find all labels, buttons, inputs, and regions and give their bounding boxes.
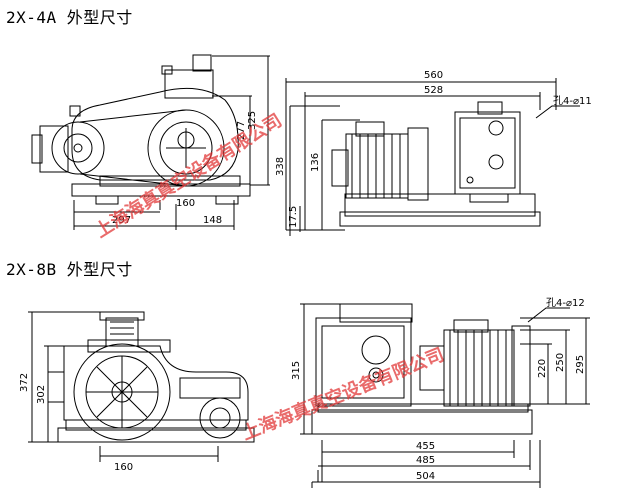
dim-325: 325: [247, 111, 258, 130]
dimension-lines-2x-4a-top: [285, 78, 580, 236]
dim-560: 560: [424, 70, 443, 81]
dim-17-5: 17.5: [288, 206, 299, 228]
pump-2x-4a-front-view: [31, 54, 251, 205]
hole-label-2x-4a: 孔4-⌀11: [553, 95, 592, 107]
dim-220: 220: [537, 359, 548, 378]
pump-2x-8b-top-view: [311, 303, 533, 435]
dim-315: 315: [291, 361, 302, 380]
section-title-2x-8b: 2X-8B 外型尺寸: [6, 260, 133, 279]
dim-160-b: 160: [114, 462, 133, 473]
hole-label-2x-8b: 孔4-⌀12: [546, 297, 585, 309]
watermark-bottom: 上海海真真空设备有限公司: [239, 343, 448, 444]
dimension-lines-2x-4a-front: [73, 55, 270, 230]
dim-485: 485: [416, 455, 435, 466]
dim-455: 455: [416, 441, 435, 452]
dim-504: 504: [416, 471, 435, 482]
section-title-2x-4a: 2X-4A 外型尺寸: [6, 8, 133, 27]
dim-338: 338: [275, 157, 286, 176]
dim-302: 302: [36, 385, 47, 404]
dim-295: 295: [575, 355, 586, 374]
dim-277: 277: [236, 121, 247, 140]
pump-2x-4a-top-view: [331, 101, 541, 227]
dimension-lines-2x-8b-front: [28, 311, 219, 462]
dim-528: 528: [424, 85, 443, 96]
dim-372: 372: [19, 373, 30, 392]
pump-2x-8b-front-view: [47, 311, 255, 443]
dim-160-a: 160: [176, 198, 195, 209]
dimension-lines-2x-8b-top: [300, 303, 590, 488]
dim-148: 148: [203, 215, 222, 226]
dim-250: 250: [555, 353, 566, 372]
dim-136: 136: [310, 153, 321, 172]
dim-297: 297: [112, 215, 131, 226]
